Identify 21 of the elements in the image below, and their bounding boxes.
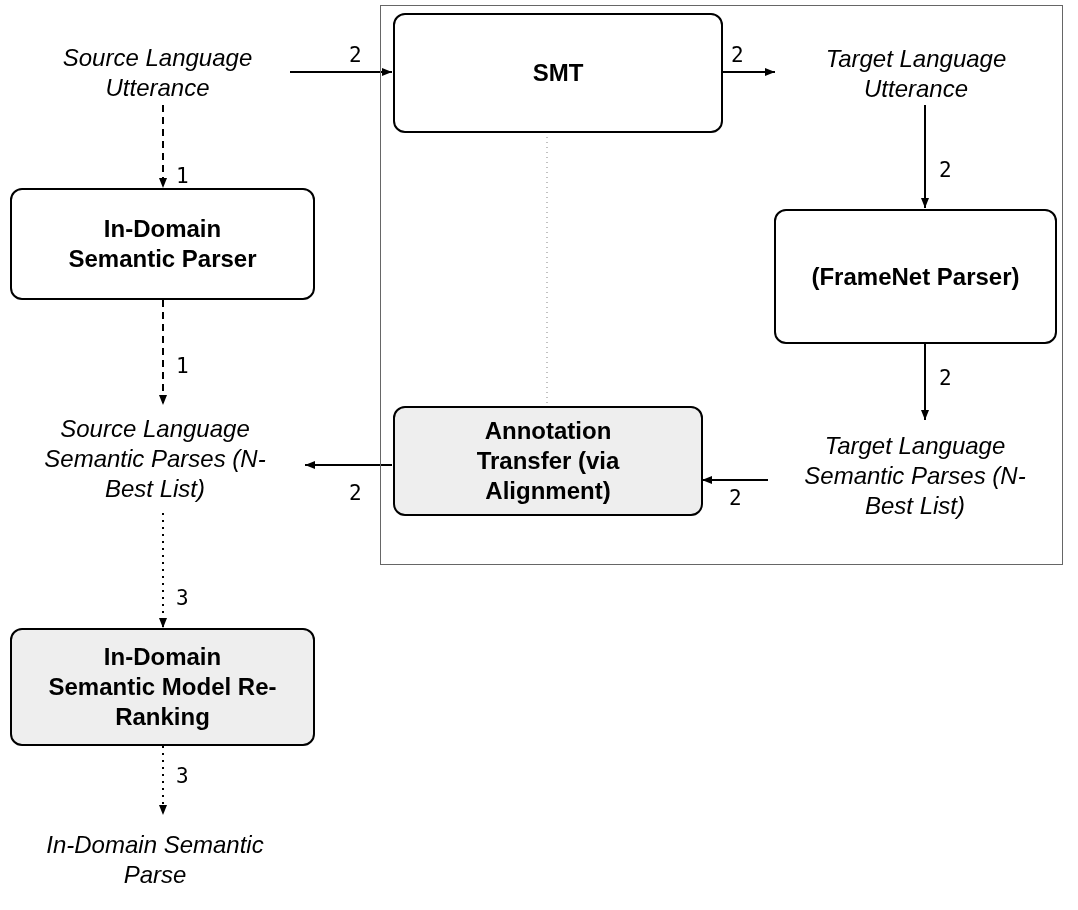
text-label: Target Language Utterance xyxy=(776,41,1056,106)
process-box: Annotation Transfer (via Alignment) xyxy=(393,406,703,516)
text-label: Source Language Utterance xyxy=(25,40,290,105)
process-box: In-Domain Semantic Model Re-Ranking xyxy=(10,628,315,746)
arrow xyxy=(159,745,167,816)
process-box: In-Domain Semantic Parser xyxy=(10,188,315,300)
process-box: SMT xyxy=(393,13,723,133)
arrow xyxy=(721,68,776,76)
arrow xyxy=(304,461,393,469)
text-label: In-Domain Semantic Parse xyxy=(20,815,290,905)
arrow xyxy=(159,512,167,629)
arrow xyxy=(159,299,167,406)
group-frame xyxy=(380,5,1063,565)
arrow xyxy=(289,68,393,76)
arrow xyxy=(921,104,929,209)
text-label: Source Language Semantic Parses (N-Best List) xyxy=(5,405,305,513)
arrow xyxy=(701,476,769,484)
text-label: Target Language Semantic Parses (N-Best List) xyxy=(769,421,1061,531)
arrow xyxy=(159,104,167,189)
arrow xyxy=(921,342,929,421)
process-box: (FrameNet Parser) xyxy=(774,209,1057,344)
